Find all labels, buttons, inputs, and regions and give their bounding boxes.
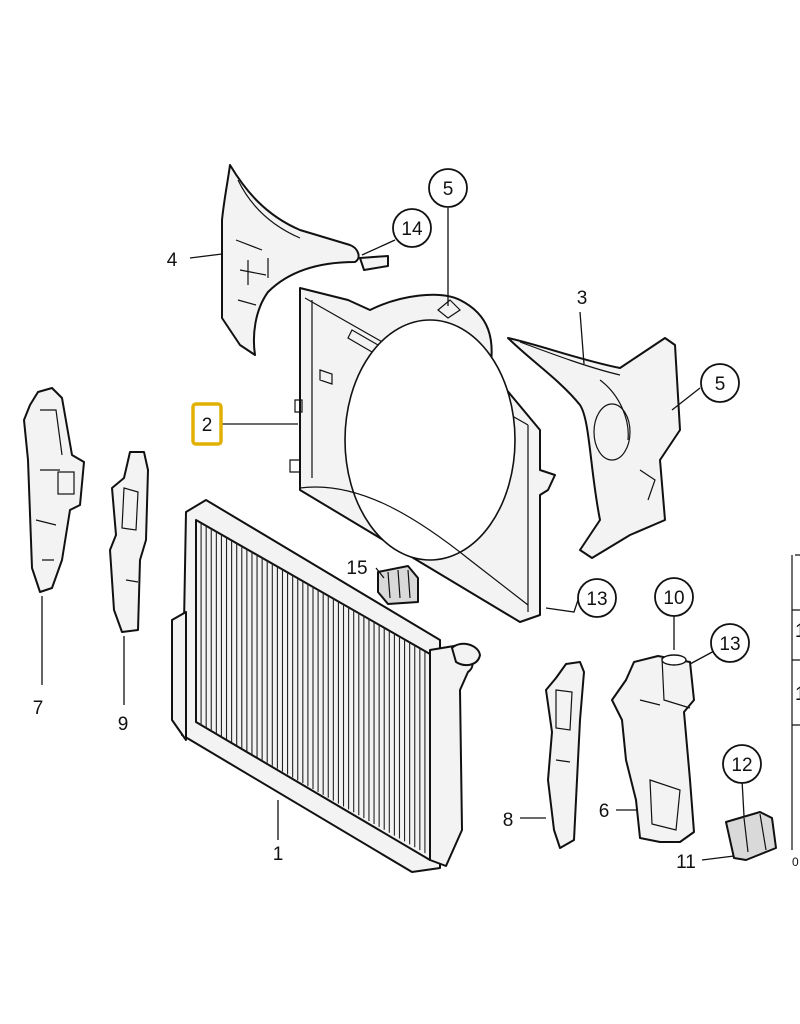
part-8-right-strip bbox=[545, 661, 585, 849]
part-2-fan-shroud bbox=[289, 287, 556, 623]
edge-table-fragment: 1 1 0 bbox=[791, 554, 800, 869]
callout-4: 4 bbox=[167, 250, 178, 271]
part-4-left-air-duct bbox=[221, 164, 360, 356]
callout-13-mid: 13 bbox=[586, 589, 607, 610]
callout-1: 1 bbox=[273, 844, 284, 865]
callouts: 4 14 5 3 5 2 15 13 10 13 7 9 12 8 6 1 11 bbox=[33, 168, 762, 873]
edge-fragment-2: 1 bbox=[795, 684, 800, 705]
callout-14: 14 bbox=[401, 219, 423, 240]
part-7-left-bracket bbox=[23, 387, 85, 593]
callout-8: 8 bbox=[503, 810, 514, 831]
part-11-12-mount bbox=[725, 811, 777, 861]
callout-13-right-circle bbox=[710, 623, 750, 663]
edge-fragment-3: 0 bbox=[792, 855, 799, 869]
part-1-radiator bbox=[171, 499, 481, 873]
part-3-right-air-duct bbox=[507, 337, 681, 559]
part-6-tank-bracket bbox=[611, 654, 695, 843]
callout-5-right: 5 bbox=[715, 374, 726, 395]
leader-lines bbox=[41, 208, 745, 861]
callout-5-right-circle bbox=[700, 363, 740, 403]
callout-12: 12 bbox=[731, 755, 752, 776]
callout-5-top-circle bbox=[428, 168, 468, 208]
callout-12-circle bbox=[722, 744, 762, 784]
callout-6: 6 bbox=[599, 801, 610, 822]
callout-15: 15 bbox=[346, 558, 367, 579]
callout-11: 11 bbox=[676, 852, 696, 873]
edge-fragment-1: 1 bbox=[795, 621, 800, 642]
callout-5-top: 5 bbox=[443, 179, 454, 200]
highlight-box bbox=[191, 402, 223, 446]
callout-10-circle bbox=[654, 577, 694, 617]
callout-7: 7 bbox=[33, 698, 44, 719]
callout-2: 2 bbox=[202, 415, 213, 436]
callout-13-mid-circle bbox=[577, 578, 617, 618]
part-15-clip-block bbox=[377, 565, 419, 605]
callout-10: 10 bbox=[663, 588, 684, 609]
part-9-left-strip bbox=[109, 451, 149, 633]
part-14-clip bbox=[359, 255, 389, 271]
callout-3: 3 bbox=[577, 288, 588, 309]
callout-9: 9 bbox=[118, 714, 129, 735]
callout-14-circle bbox=[392, 208, 432, 248]
callout-13-right: 13 bbox=[719, 634, 740, 655]
